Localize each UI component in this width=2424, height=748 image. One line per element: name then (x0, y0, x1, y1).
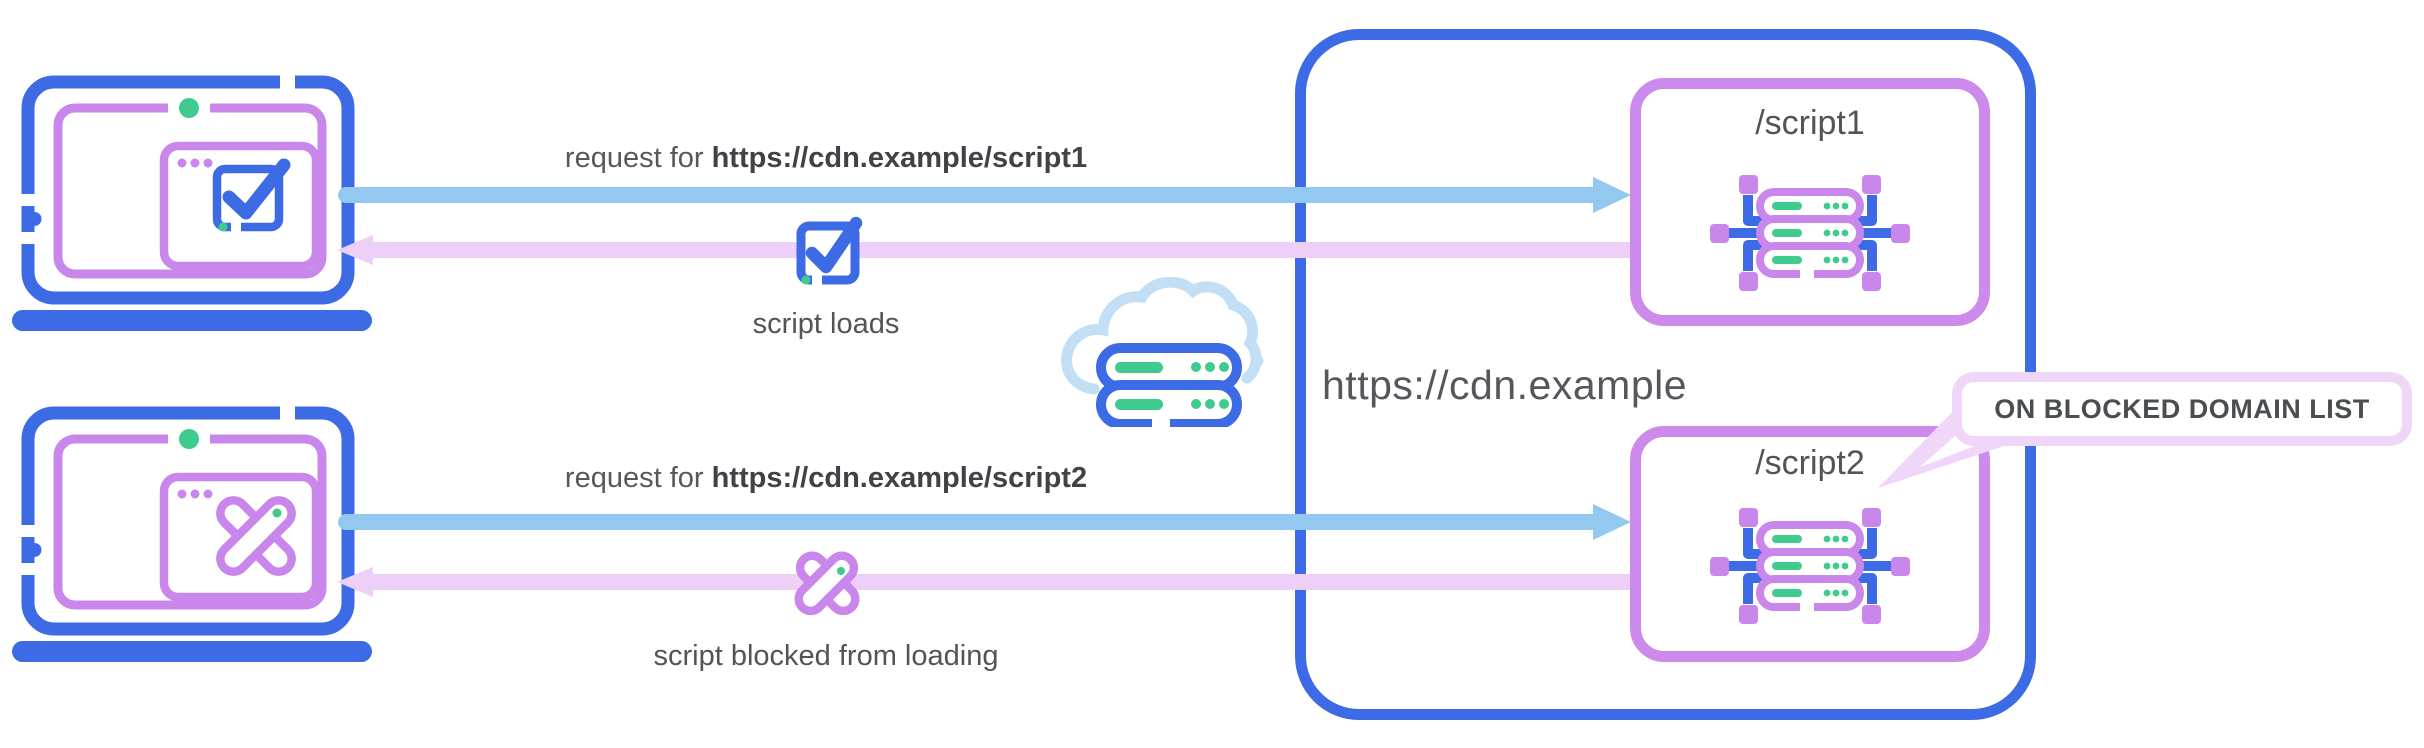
server-network-icon-script2 (1710, 508, 1910, 624)
laptop-with-cross-window-icon (12, 404, 372, 662)
request2-prefix: request for (564, 462, 712, 494)
cdn-title: https://cdn.example (1322, 362, 1688, 408)
check-window-icon (177, 158, 291, 232)
request-arrow-script1 (338, 187, 1594, 203)
result2-label: script blocked from loading (653, 640, 999, 672)
request1-url: https://cdn.example/script1 (711, 142, 1088, 174)
request-arrow-script1-head (1593, 177, 1631, 213)
cross-window-icon (177, 489, 296, 576)
response-arrow-script2 (366, 574, 1644, 590)
blocked-domain-callout-text: ON BLOCKED DOMAIN LIST (1994, 393, 2370, 424)
response-arrow-script2-head (337, 567, 373, 597)
script2-label: /script2 (1755, 444, 1865, 482)
blocked-x-icon (794, 551, 860, 616)
script1-label: /script1 (1755, 104, 1865, 142)
request1-prefix: request for (564, 142, 712, 174)
request1-label: request for https://cdn.example/script1 (336, 142, 1316, 175)
request-arrow-script2-head (1593, 504, 1631, 540)
request-arrow-script2 (338, 514, 1594, 530)
laptop-with-check-window-icon (12, 73, 372, 331)
checkbox-check-icon (796, 216, 863, 285)
cloud-server-icon (1061, 277, 1264, 427)
response-arrow-script1-head (337, 235, 373, 265)
blocked-domain-callout: ON BLOCKED DOMAIN LIST (1952, 372, 2412, 446)
response-arrow-script1 (366, 242, 1644, 258)
result1-label: script loads (752, 308, 900, 340)
request2-url: https://cdn.example/script2 (711, 462, 1088, 494)
request2-label: request for https://cdn.example/script2 (336, 462, 1316, 495)
server-network-icon-script1 (1710, 175, 1910, 291)
